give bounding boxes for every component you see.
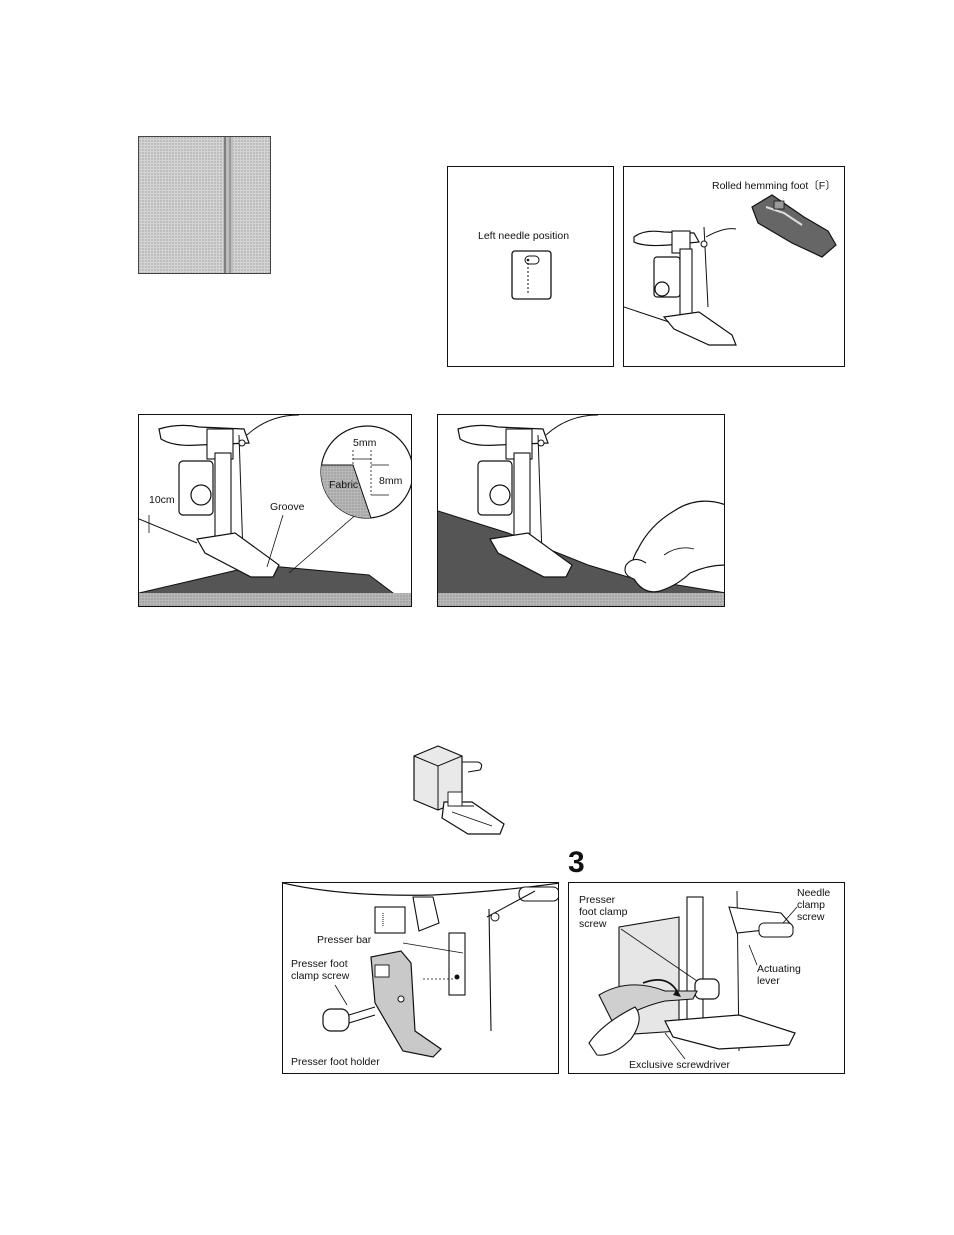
width-5mm-label: 5mm bbox=[353, 437, 376, 449]
holder-removal-figure: Presser bar Presser foot clamp screw Pre… bbox=[282, 882, 559, 1074]
presser-foot-holder-label: Presser foot holder bbox=[291, 1056, 380, 1068]
hemmed-fabric-illustration bbox=[139, 137, 271, 274]
presser-foot-clamp-screw-label: Presser foot clamp screw bbox=[579, 894, 627, 930]
rolled-hemming-foot-figure: Rolled hemming foot〔F〕 bbox=[623, 166, 845, 367]
hem-sewing-illustration bbox=[438, 415, 725, 607]
presser-foot-clamp-screw-label: Presser foot clamp screw bbox=[291, 958, 349, 982]
needle-clamp-screw-label: Needle clamp screw bbox=[797, 887, 830, 923]
needle-position-figure: Left needle position bbox=[447, 166, 614, 367]
depth-8mm-label: 8mm bbox=[379, 475, 402, 487]
groove-label: Groove bbox=[270, 501, 304, 513]
needle-plate-icon bbox=[448, 167, 614, 367]
hem-start-figure: 5mm 8mm Fabric 10cm Groove bbox=[138, 414, 412, 607]
hemmed-fabric-sample-figure bbox=[138, 136, 271, 274]
step-number: 3 bbox=[568, 846, 585, 880]
walking-foot-install-figure: Presser foot clamp screw Needle clamp sc… bbox=[568, 882, 845, 1074]
exclusive-screwdriver-label: Exclusive screwdriver bbox=[629, 1059, 730, 1071]
presser-bar-label: Presser bar bbox=[317, 934, 371, 946]
hem-sewing-figure bbox=[437, 414, 725, 607]
length-10cm-label: 10cm bbox=[149, 494, 175, 506]
actuating-lever-label: Actuating lever bbox=[757, 963, 801, 987]
walking-foot-figure bbox=[408, 742, 508, 842]
presser-foot-attach-illustration bbox=[624, 167, 845, 367]
fabric-label: Fabric bbox=[329, 479, 358, 491]
walking-foot-icon bbox=[408, 742, 508, 842]
